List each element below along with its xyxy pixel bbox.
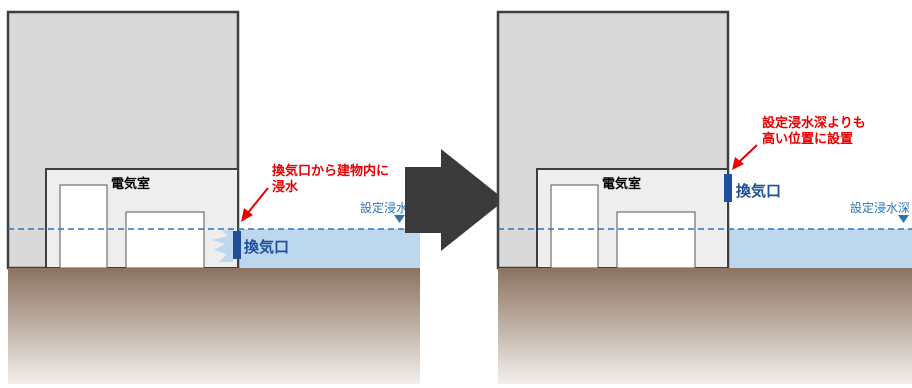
annotation-arrow [737, 144, 758, 164]
left-panel: 設定浸水深 換気口 電気室 換気口から建物内に 浸水 [6, 10, 420, 384]
cabinet-left [59, 184, 108, 269]
vent [233, 231, 241, 259]
cabinet-right [125, 211, 205, 269]
ground [498, 268, 912, 384]
annotation-line-1: 設定浸水深よりも [762, 115, 866, 131]
annotation-line-1: 換気口から建物内に [272, 163, 389, 179]
water-ingress-splash [212, 228, 233, 262]
water-area [238, 229, 420, 268]
ground [8, 268, 420, 384]
cabinet-right [616, 211, 696, 269]
depth-label: 設定浸水深 [850, 200, 910, 215]
water-area [728, 229, 912, 268]
vent-label: 換気口 [736, 182, 781, 200]
annotation-line-2: 高い位置に設置 [762, 131, 853, 147]
transition-arrow-body [405, 149, 505, 251]
room-label: 電気室 [111, 176, 150, 192]
annotation-line-2: 浸水 [272, 179, 299, 195]
depth-marker-icon [898, 215, 909, 223]
room-label: 電気室 [602, 176, 641, 192]
vent [724, 174, 732, 202]
depth-marker-icon [394, 215, 405, 223]
right-panel: 設定浸水深 換気口 電気室 設定浸水深よりも 高い位置に設置 [496, 10, 912, 384]
cabinet-left [550, 184, 599, 269]
annotation-arrowhead [241, 208, 253, 222]
annotation-arrowhead [732, 157, 744, 170]
depth-label: 設定浸水深 [360, 200, 420, 215]
vent-label: 換気口 [244, 238, 289, 256]
annotation-arrow [246, 187, 269, 215]
